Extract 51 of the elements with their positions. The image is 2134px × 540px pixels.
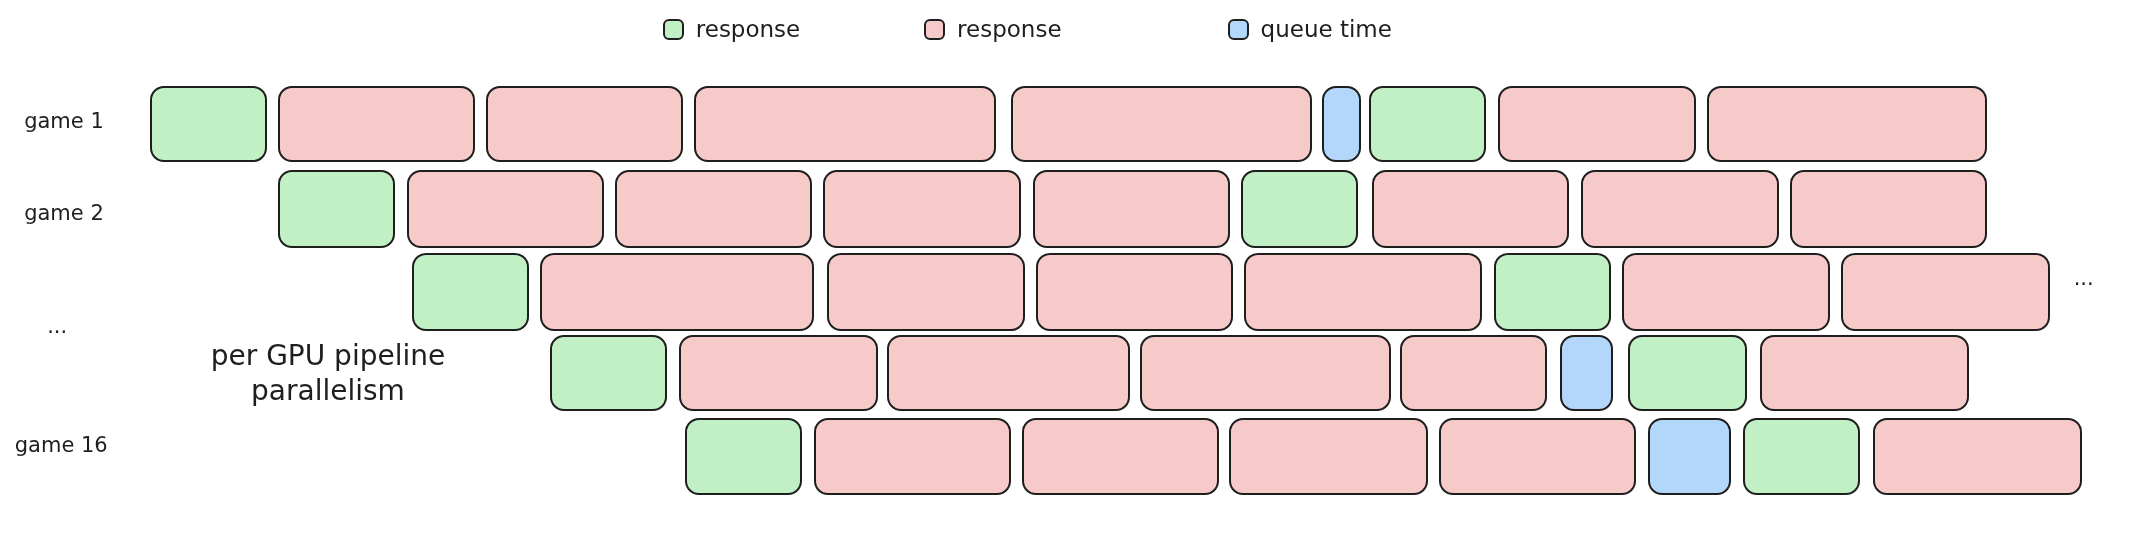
timeline-block: [1400, 334, 1548, 411]
timeline-block: [1243, 253, 1483, 331]
timeline-block: [549, 334, 667, 411]
timeline-block: [694, 85, 997, 162]
timeline-block: [1581, 170, 1779, 248]
legend-label: response: [957, 15, 1062, 44]
timeline-block: [1743, 417, 1861, 496]
legend-label: queue time: [1260, 15, 1392, 44]
timeline-block: [813, 417, 1012, 496]
timeline-block: [1648, 417, 1732, 496]
timeline-block: [1371, 170, 1570, 248]
timeline-block: [1627, 334, 1748, 411]
timeline-block: [1140, 334, 1391, 411]
timeline-block: [412, 253, 530, 331]
timeline-block: [1321, 85, 1361, 162]
timeline-block: [277, 85, 475, 162]
timeline-block: [540, 253, 814, 331]
row-label: ...: [46, 312, 69, 340]
timeline-block: [887, 334, 1130, 411]
timeline-block: [1369, 85, 1487, 162]
timeline-block: [1759, 334, 1970, 411]
timeline-block: [1841, 253, 2050, 331]
row-label: per GPU pipeline parallelism: [209, 337, 447, 408]
timeline-block: [1559, 334, 1613, 411]
row-label: game 2: [23, 199, 105, 227]
timeline-block: [149, 85, 267, 162]
timeline-block: [1032, 170, 1231, 248]
timeline-block: [1438, 417, 1636, 496]
timeline-block: [1035, 253, 1233, 331]
timeline-block: [1706, 85, 1987, 162]
timeline-block: [679, 334, 878, 411]
timeline-block: [1622, 253, 1831, 331]
timeline-block: [615, 170, 813, 248]
timeline-block: [277, 170, 395, 248]
row-label: ...: [2072, 265, 2095, 293]
timeline-block: [406, 170, 605, 248]
timeline-block: [827, 253, 1025, 331]
row-label: game 16: [13, 432, 109, 460]
timeline-block: [823, 170, 1021, 248]
timeline-block: [1241, 170, 1359, 248]
timeline-block: [1022, 417, 1220, 496]
legend-label: response: [695, 15, 801, 44]
timeline-block: [1872, 417, 2083, 496]
timeline-block: [1498, 85, 1696, 162]
timeline-block: [1011, 85, 1312, 162]
row-label: game 1: [23, 108, 105, 136]
timeline-block: [1228, 417, 1428, 496]
timeline-block: [684, 417, 802, 496]
timeline-block: [1789, 170, 1987, 248]
timeline-block: [485, 85, 684, 162]
timeline-block: [1494, 253, 1612, 331]
